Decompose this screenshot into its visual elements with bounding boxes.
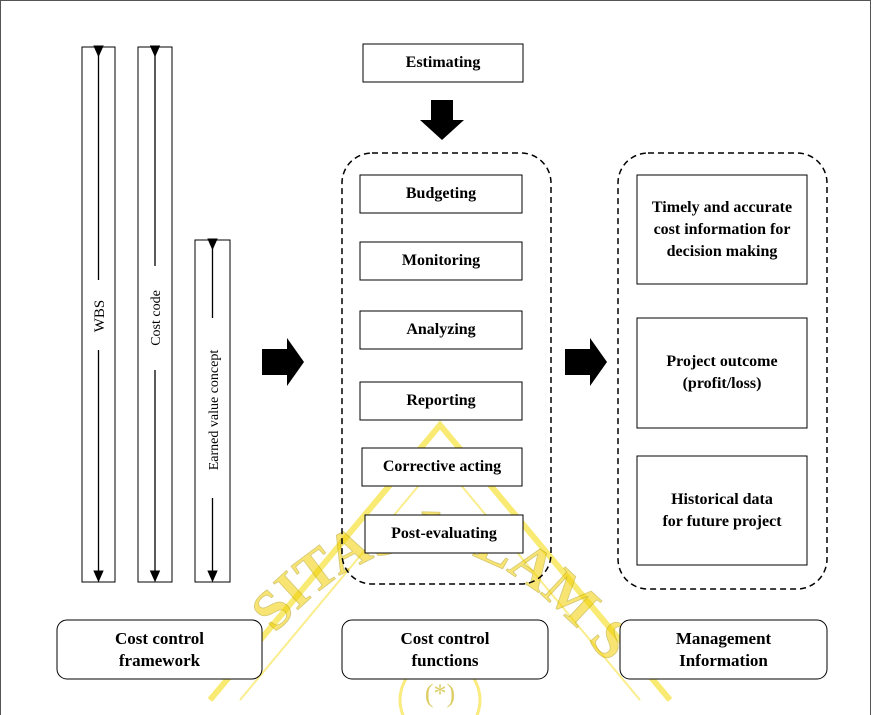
output-historical-data: Historical data for future project — [662, 490, 782, 530]
right-arrow-2 — [565, 338, 607, 386]
right-arrow-1 — [262, 338, 304, 386]
function-post-evaluating: Post-evaluating — [391, 525, 497, 542]
wbs-bar: WBS — [81, 45, 116, 583]
svg-text:(*): (*) — [425, 679, 455, 708]
wbs-label: WBS — [92, 300, 108, 333]
function-corrective-acting: Corrective acting — [382, 458, 502, 475]
function-analyzing: Analyzing — [406, 321, 476, 338]
footer-boxes — [56, 619, 828, 680]
cost-code-bar: Cost code — [137, 45, 173, 583]
framework-bars: WBS Cost code Earned value concept — [81, 45, 231, 583]
earned-value-label: Earned value concept — [207, 350, 222, 471]
footer-cost-control-framework: Cost control framework — [115, 628, 204, 670]
function-boxes — [359, 174, 524, 554]
output-timely-info: Timely and accurate cost information for… — [651, 198, 793, 260]
footer-cost-control-functions: Cost control functions — [400, 628, 490, 670]
function-reporting: Reporting — [406, 392, 476, 409]
function-budgeting: Budgeting — [405, 185, 477, 202]
function-monitoring: Monitoring — [401, 252, 481, 269]
output-boxes — [636, 174, 808, 566]
estimating-label: Estimating — [405, 54, 481, 71]
down-arrow — [420, 100, 464, 140]
cost-code-label: Cost code — [149, 290, 164, 346]
footer-management-information: Management Information — [675, 628, 772, 670]
output-project-outcome: Project outcome (profit/loss) — [666, 353, 778, 392]
earned-value-bar: Earned value concept — [194, 238, 231, 583]
estimating-box — [362, 43, 524, 83]
outputs-container — [617, 152, 828, 590]
functions-container — [341, 152, 552, 585]
